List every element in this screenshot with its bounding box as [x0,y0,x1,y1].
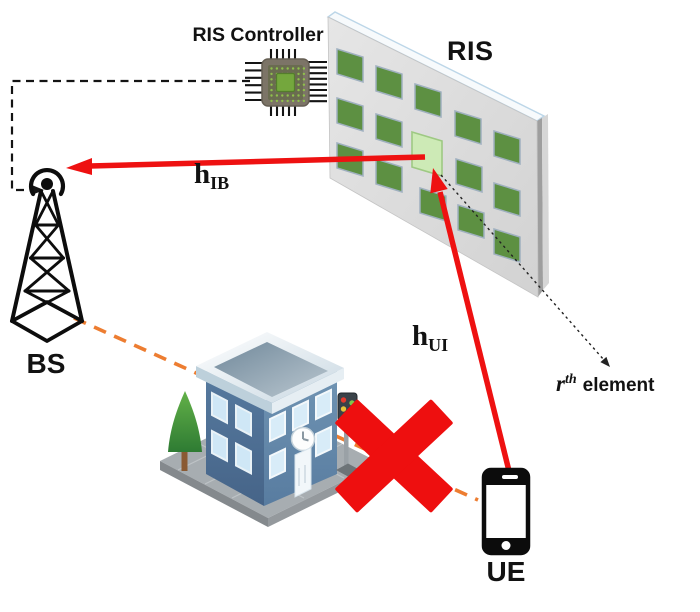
hib-subscript: IB [210,173,230,193]
rth-element-label: rth element [556,372,654,395]
rth-element-text: element [582,375,655,396]
ris-element [375,64,403,101]
ris-element [493,129,521,166]
building-roof-recess [214,342,328,397]
building-windows-left [211,391,252,475]
traffic-light-icon [336,392,360,477]
ris-label: RIS [447,36,494,66]
bs-tower-icon [10,168,84,343]
building-roof-rim-left [196,366,272,414]
ris-element [414,82,442,119]
tree-icon [168,391,202,471]
hui-subscript: UI [428,335,449,355]
control-link-arrowhead [33,185,44,195]
ris-element [336,96,364,133]
ris-element [375,157,403,194]
ue-phone-icon [481,467,531,556]
ue-label: UE [486,556,526,587]
ris-element [493,181,521,218]
building-clock-icon [290,426,316,452]
rth-pointer-arrowhead [600,356,610,367]
ris-controller-label: RIS Controller [192,24,324,46]
building-roof-rim-right [272,368,344,414]
ris-element [493,227,521,264]
ris-elements [336,47,521,264]
blocking-building-icon [160,332,380,527]
control-link-line [10,79,250,192]
channel-hui-label: hUI [412,320,449,355]
bs-label: BS [26,348,66,379]
channel-hib-label: hIB [194,158,230,193]
platform-side-left [160,461,268,527]
building-door [294,446,312,498]
ris-element [454,109,482,146]
ris-element [336,47,364,84]
blocked-cross-icon [335,399,453,513]
hui-symbol: h [412,320,429,352]
building-windows-right [269,388,332,480]
channel-arrow-hib [66,154,426,175]
hib-symbol: h [194,158,211,190]
ris-controller-chip-icon [245,49,327,116]
ris-element [375,112,403,149]
ris-panel-side-edge-dark [537,118,543,297]
rth-superscript: th [564,372,577,387]
ris-element [455,157,483,194]
channel-arrow-hui [430,168,512,472]
ris-element [457,203,485,240]
rth-variable: r [556,371,565,396]
ris-panel [326,11,549,298]
ris-panel-side-edge-light [542,114,549,290]
